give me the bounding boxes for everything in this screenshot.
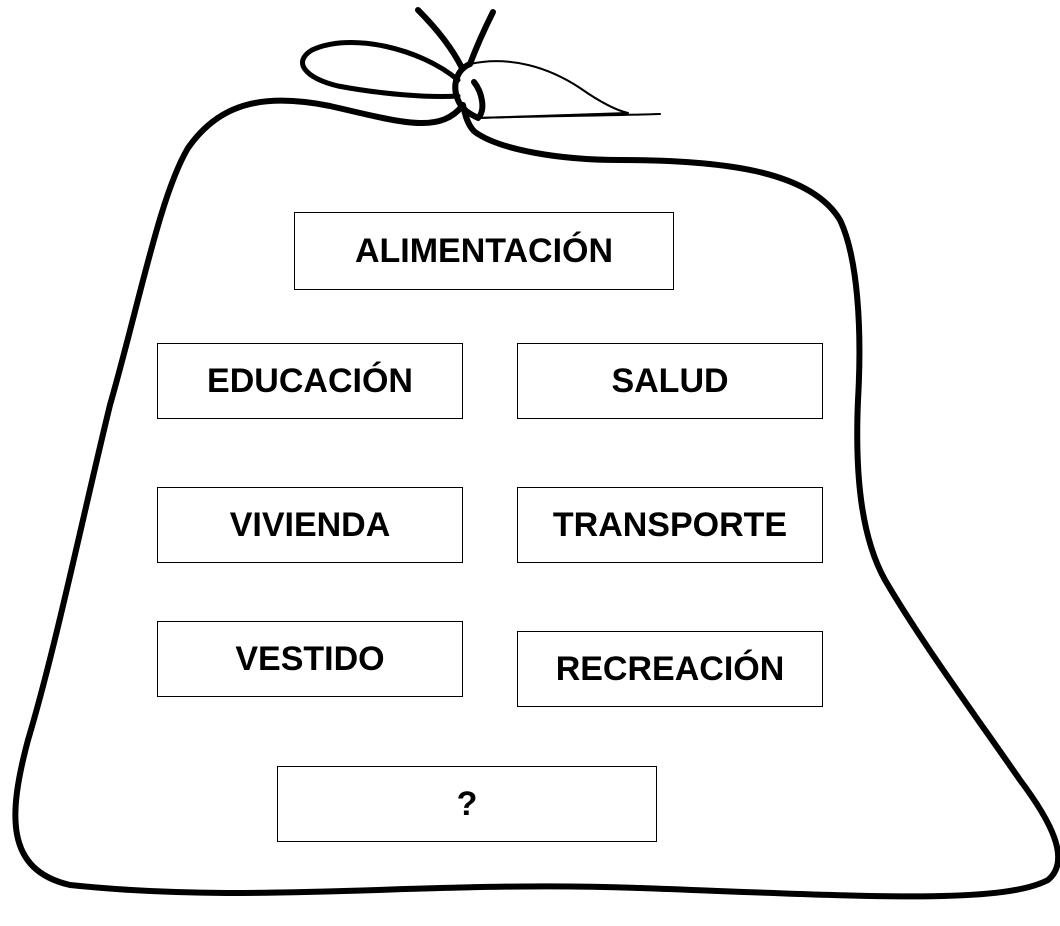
label-box-transporte: TRANSPORTE — [517, 487, 823, 563]
tie-end-right — [467, 9, 496, 67]
label-box-question: ? — [277, 766, 657, 842]
label-box-vivienda: VIVIENDA — [157, 487, 463, 563]
bag-body-path — [12, 97, 1060, 900]
tie-end-left — [415, 7, 465, 71]
label-box-salud: SALUD — [517, 343, 823, 419]
label-box-educacion: EDUCACIÓN — [157, 343, 463, 419]
knot-left-loop — [300, 40, 461, 100]
label-box-alimentacion: ALIMENTACIÓN — [294, 212, 674, 290]
label-box-vestido: VESTIDO — [157, 621, 463, 697]
knot-center — [452, 61, 486, 121]
knot-right-tie — [477, 113, 661, 119]
label-box-recreacion: RECREACIÓN — [517, 631, 823, 707]
knot-right-loop — [469, 60, 629, 119]
